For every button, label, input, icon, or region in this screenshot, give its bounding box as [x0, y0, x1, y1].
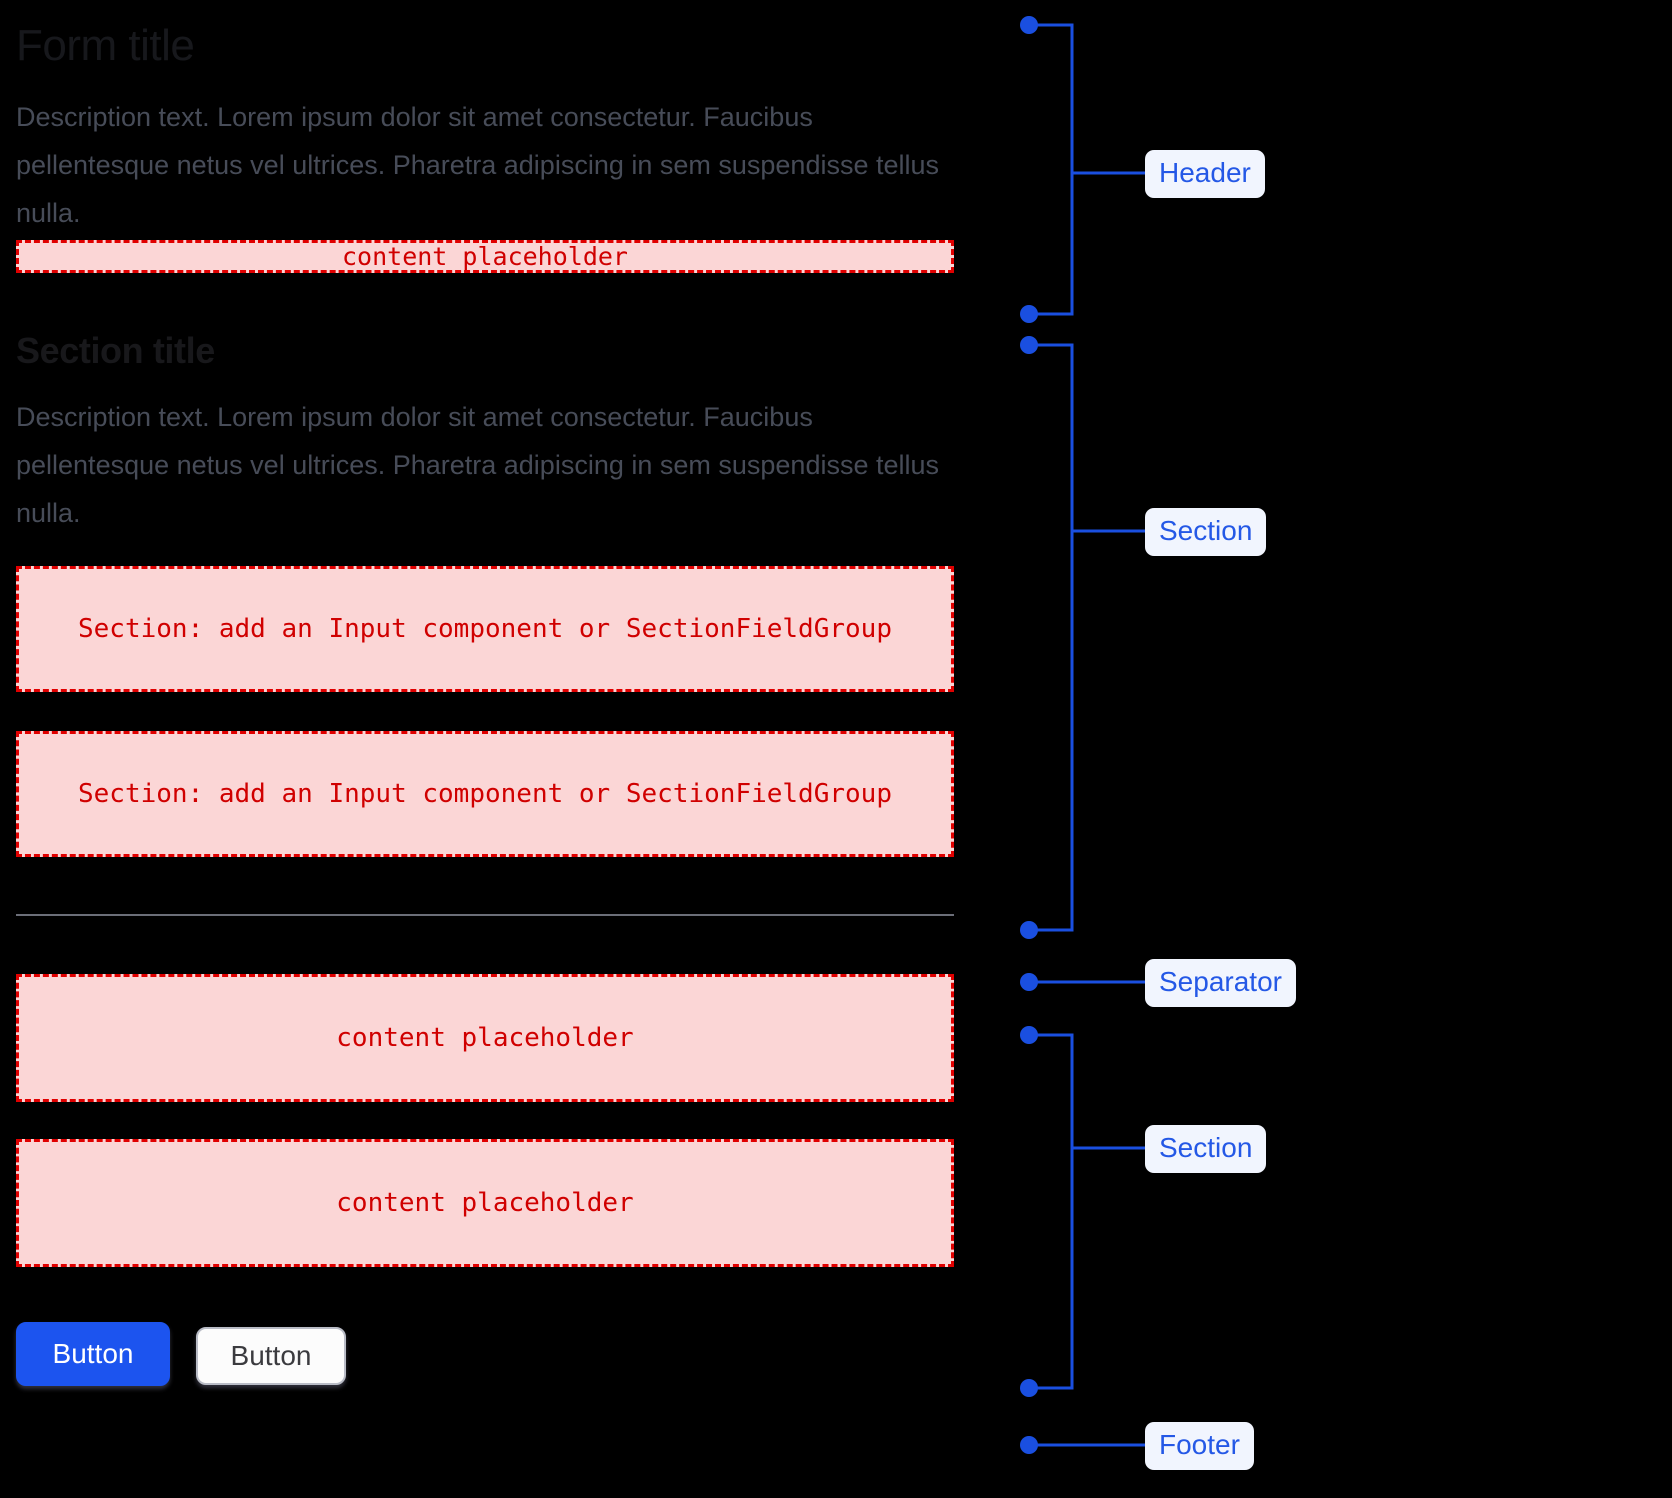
anchor-dot-section-one-top — [1020, 336, 1038, 354]
primary-button[interactable]: Button — [16, 1322, 170, 1386]
anchor-dot-separator — [1020, 973, 1038, 991]
section-title: Section title — [16, 330, 215, 371]
section-two-content-placeholder-b: content placeholder — [16, 1139, 954, 1267]
anchor-dot-section-two-bottom — [1020, 1379, 1038, 1397]
form-title: Form title — [16, 21, 195, 70]
form-preview: Form title Description text. Lorem ipsum… — [16, 0, 954, 1498]
form-description: Description text. Lorem ipsum dolor sit … — [16, 102, 940, 228]
section-two-content-placeholder-a: content placeholder — [16, 974, 954, 1102]
annotation-label-footer[interactable]: Footer — [1145, 1422, 1254, 1470]
anchor-dot-footer — [1020, 1436, 1038, 1454]
bracket-section-one — [1029, 343, 1074, 932]
annotation-label-separator[interactable]: Separator — [1145, 959, 1296, 1007]
annotation-anchor-dots — [1020, 16, 1038, 1454]
annotation-label-section-two[interactable]: Section — [1145, 1125, 1267, 1173]
bracket-section-two — [1029, 1033, 1074, 1390]
section-field-placeholder-b: Section: add an Input component or Secti… — [16, 731, 954, 857]
secondary-button[interactable]: Button — [196, 1327, 346, 1385]
anchor-dot-section-two-top — [1020, 1026, 1038, 1044]
section-field-placeholder-a: Section: add an Input component or Secti… — [16, 566, 954, 692]
anchor-dot-header-top — [1020, 16, 1038, 34]
anchor-dot-section-one-bottom — [1020, 921, 1038, 939]
footer-button-bar: Button Button — [16, 1322, 346, 1386]
anchor-dot-header-bottom — [1020, 305, 1038, 323]
annotation-label-header[interactable]: Header — [1145, 150, 1265, 198]
header-content-placeholder: content placeholder — [16, 240, 954, 273]
bracket-header — [1029, 23, 1074, 316]
annotation-label-section-one[interactable]: Section — [1145, 508, 1267, 556]
separator-rule — [16, 914, 954, 916]
section-description: Description text. Lorem ipsum dolor sit … — [16, 402, 940, 528]
